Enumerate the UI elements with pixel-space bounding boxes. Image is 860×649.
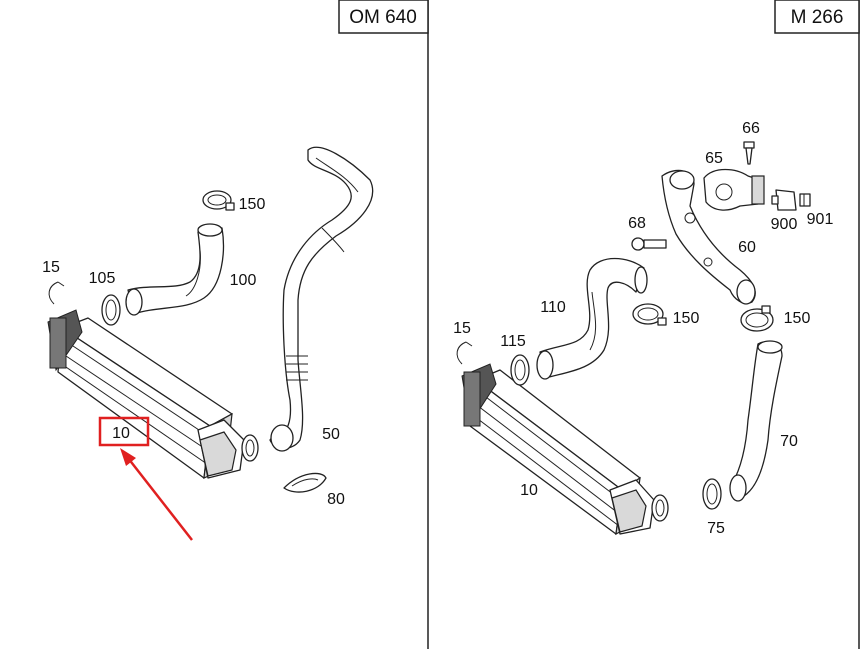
charge-air-pipe-left[interactable]	[269, 146, 374, 452]
label-100-left: 100	[230, 272, 257, 289]
label-110-right: 110	[540, 299, 566, 316]
label-15-left: 15	[42, 259, 60, 276]
clip-right[interactable]	[456, 341, 473, 365]
highlight-arrow-head	[120, 448, 136, 466]
panel-left-title: OM 640	[349, 7, 417, 28]
label-68-right: 68	[628, 215, 646, 232]
connecting-pipe-60[interactable]	[661, 169, 756, 305]
label-66-right: 66	[742, 120, 760, 137]
hose-clamp-left[interactable]	[202, 190, 235, 211]
label-105-left: 105	[89, 270, 116, 287]
charge-air-cooler-left[interactable]	[47, 309, 259, 479]
highlight-arrow-shaft	[127, 457, 193, 541]
highlight-box	[98, 416, 150, 447]
panel-left-header: OM 640	[338, 0, 429, 34]
charge-air-cooler-right[interactable]	[461, 363, 669, 536]
label-15-right: 15	[453, 320, 471, 337]
charge-air-hose-right[interactable]	[536, 257, 648, 380]
hose-clamp-right-b[interactable]	[740, 305, 774, 332]
panel-right-header: M 266	[774, 0, 860, 34]
label-150-right-b: 150	[784, 310, 811, 327]
label-901-right: 901	[807, 211, 834, 228]
seal-ring-left[interactable]	[101, 294, 121, 326]
label-50-left: 50	[322, 426, 340, 443]
seal-ring-75[interactable]	[702, 478, 722, 510]
label-65-right: 65	[705, 150, 723, 167]
panel-right-title: M 266	[791, 7, 844, 28]
sensor-900[interactable]	[771, 189, 797, 211]
label-70-right: 70	[780, 433, 798, 450]
screw-66[interactable]	[743, 141, 755, 165]
charge-air-hose-left[interactable]	[125, 223, 225, 316]
charge-air-hose-70[interactable]	[729, 340, 783, 502]
throttle-body-65[interactable]	[703, 168, 765, 211]
diagram-frame	[427, 0, 860, 649]
label-60-right: 60	[738, 239, 756, 256]
label-75-right: 75	[707, 520, 725, 537]
label-80-left: 80	[327, 491, 345, 508]
label-10-left: 10	[112, 425, 130, 442]
label-150-right-a: 150	[673, 310, 700, 327]
plug-901[interactable]	[799, 193, 811, 207]
label-900-right: 900	[771, 216, 798, 233]
hose-clamp-right-a[interactable]	[632, 303, 667, 326]
gasket-left[interactable]	[283, 472, 327, 493]
highlight-callout	[98, 416, 193, 541]
label-150-left: 150	[239, 196, 266, 213]
bolt-68[interactable]	[631, 237, 667, 251]
seal-ring-right[interactable]	[510, 354, 530, 386]
clip-left[interactable]	[48, 281, 65, 305]
label-115-right: 115	[500, 333, 526, 350]
label-10-right: 10	[520, 482, 538, 499]
